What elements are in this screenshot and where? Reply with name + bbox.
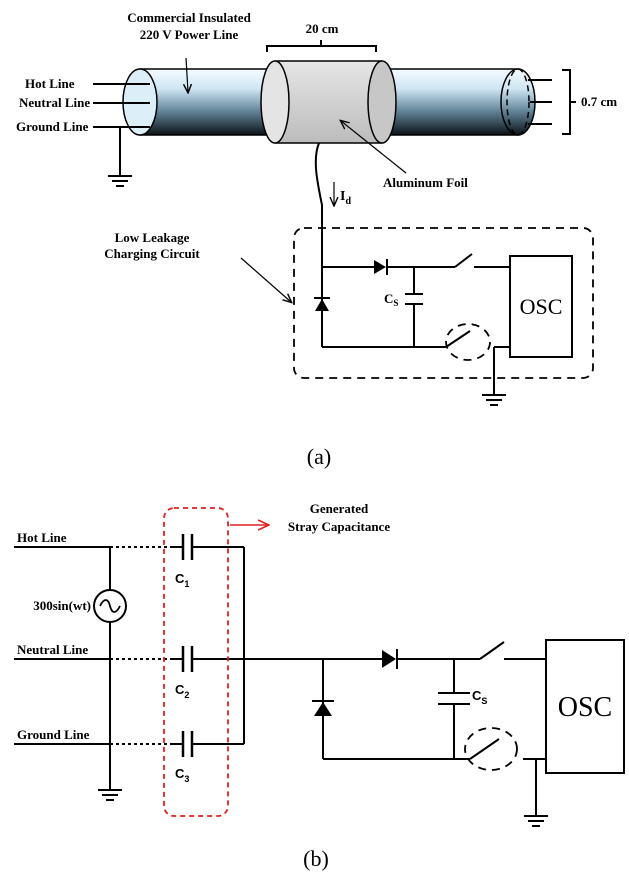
c1-label: C1 — [175, 571, 189, 589]
charging-circuit-a — [321, 262, 510, 395]
hot-line-label-b: Hot Line — [17, 530, 67, 545]
neutral-line-label-a: Neutral Line — [19, 95, 90, 110]
charging-circuit-b — [244, 658, 546, 816]
ground-symbol-b-left — [98, 789, 122, 801]
cable-title-line2: 220 V Power Line — [140, 27, 239, 42]
diameter-label: 0.7 cm — [581, 94, 617, 109]
source-label: 300sin(wt) — [33, 598, 91, 613]
current-label: Id — [340, 189, 351, 207]
circuit-label-line1: Low Leakage — [115, 230, 190, 245]
circuit-label-line2: Charging Circuit — [104, 246, 200, 261]
ground-symbol-a-right — [482, 394, 506, 406]
ground-symbol-a-left — [108, 175, 132, 187]
ground-line-label-b: Ground Line — [17, 727, 90, 742]
capacitor-cs-b — [438, 692, 470, 705]
aluminum-foil-band — [260, 60, 397, 144]
left-wires — [93, 83, 150, 176]
osc-label-b: OSC — [558, 692, 612, 723]
generated-label-line2: Stray Capacitance — [288, 519, 390, 534]
diameter-brace — [562, 69, 576, 135]
foil-pointer — [341, 121, 407, 174]
c3-label: C3 — [175, 766, 189, 784]
capacitor-c2 — [172, 646, 244, 672]
switch-highlight-a — [445, 323, 491, 361]
capacitor-c1 — [172, 534, 244, 560]
diode-horizontal-a — [374, 259, 388, 275]
switch-bottom-b — [469, 738, 500, 760]
osc-box-b — [545, 639, 625, 774]
capacitor-cs-a — [405, 293, 423, 305]
neutral-line-label-b: Neutral Line — [17, 642, 88, 657]
cs-label-a: CS — [384, 291, 398, 308]
caption-b: (b) — [303, 846, 329, 871]
foil-width-brace — [266, 40, 377, 52]
cable-title-pointer — [186, 57, 188, 92]
switch-top-b — [479, 641, 505, 660]
diode-vertical-b — [312, 700, 334, 716]
stray-capacitance-box — [163, 507, 229, 817]
osc-box-a — [509, 255, 573, 358]
osc-label-a: OSC — [520, 294, 563, 319]
hot-line-label-a: Hot Line — [25, 76, 75, 91]
caption-a: (a) — [307, 444, 331, 469]
switch-highlight-b — [464, 727, 518, 771]
right-wires — [528, 79, 552, 125]
diode-horizontal-b — [382, 649, 398, 669]
foil-lead-wire — [314, 142, 323, 262]
panel-b: Generated Stray Capacitance Hot Line Neu… — [14, 501, 625, 871]
capacitor-c3 — [172, 731, 244, 757]
circuit-pointer — [240, 257, 291, 302]
cs-label-b: CS — [472, 688, 487, 706]
ac-source — [93, 589, 127, 623]
ground-symbol-b-right — [524, 815, 548, 827]
diode-vertical-a — [314, 297, 330, 311]
foil-width-label: 20 cm — [306, 21, 339, 36]
c2-label: C2 — [175, 682, 189, 700]
switch-top-a — [454, 253, 473, 268]
ground-line-label-a: Ground Line — [16, 119, 89, 134]
aluminum-foil-label: Aluminum Foil — [383, 175, 468, 190]
charging-circuit-box — [293, 227, 594, 379]
panel-a: Commercial Insulated 220 V Power Line 20… — [16, 10, 617, 469]
switch-bottom-a — [445, 330, 471, 348]
generated-label-line1: Generated — [310, 501, 369, 516]
cable-title-line1: Commercial Insulated — [127, 10, 251, 25]
